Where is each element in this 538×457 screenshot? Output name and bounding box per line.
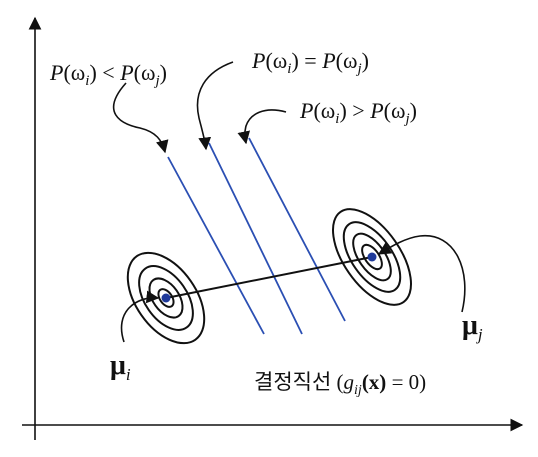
label-mean-i: μi: [110, 350, 131, 384]
decision-line-caption: 결정직선 (gij(x) = 0): [254, 370, 426, 398]
arrow-icon: [377, 235, 466, 313]
arrow-icon: [112, 82, 169, 154]
label-prior-less: P(ωi) < P(ωj): [49, 60, 167, 89]
mean-point-i: [161, 293, 171, 303]
label-mean-j: μj: [462, 310, 483, 344]
decision-line-prior-greater: [248, 137, 346, 322]
decision-line-prior-less: [167, 156, 265, 335]
arrow-icon: [120, 290, 160, 343]
label-prior-greater: P(ωi) > P(ωj): [299, 98, 417, 127]
label-prior-equal: P(ωi) = P(ωj): [251, 48, 369, 77]
decision-line-prior-equal: [208, 142, 303, 335]
mean-connecting-line: [165, 256, 373, 299]
arrow-icon: [196, 61, 234, 151]
arrow-icon: [237, 109, 287, 145]
mean-point-j: [367, 252, 377, 262]
gaussian-contours-i: [126, 251, 206, 345]
